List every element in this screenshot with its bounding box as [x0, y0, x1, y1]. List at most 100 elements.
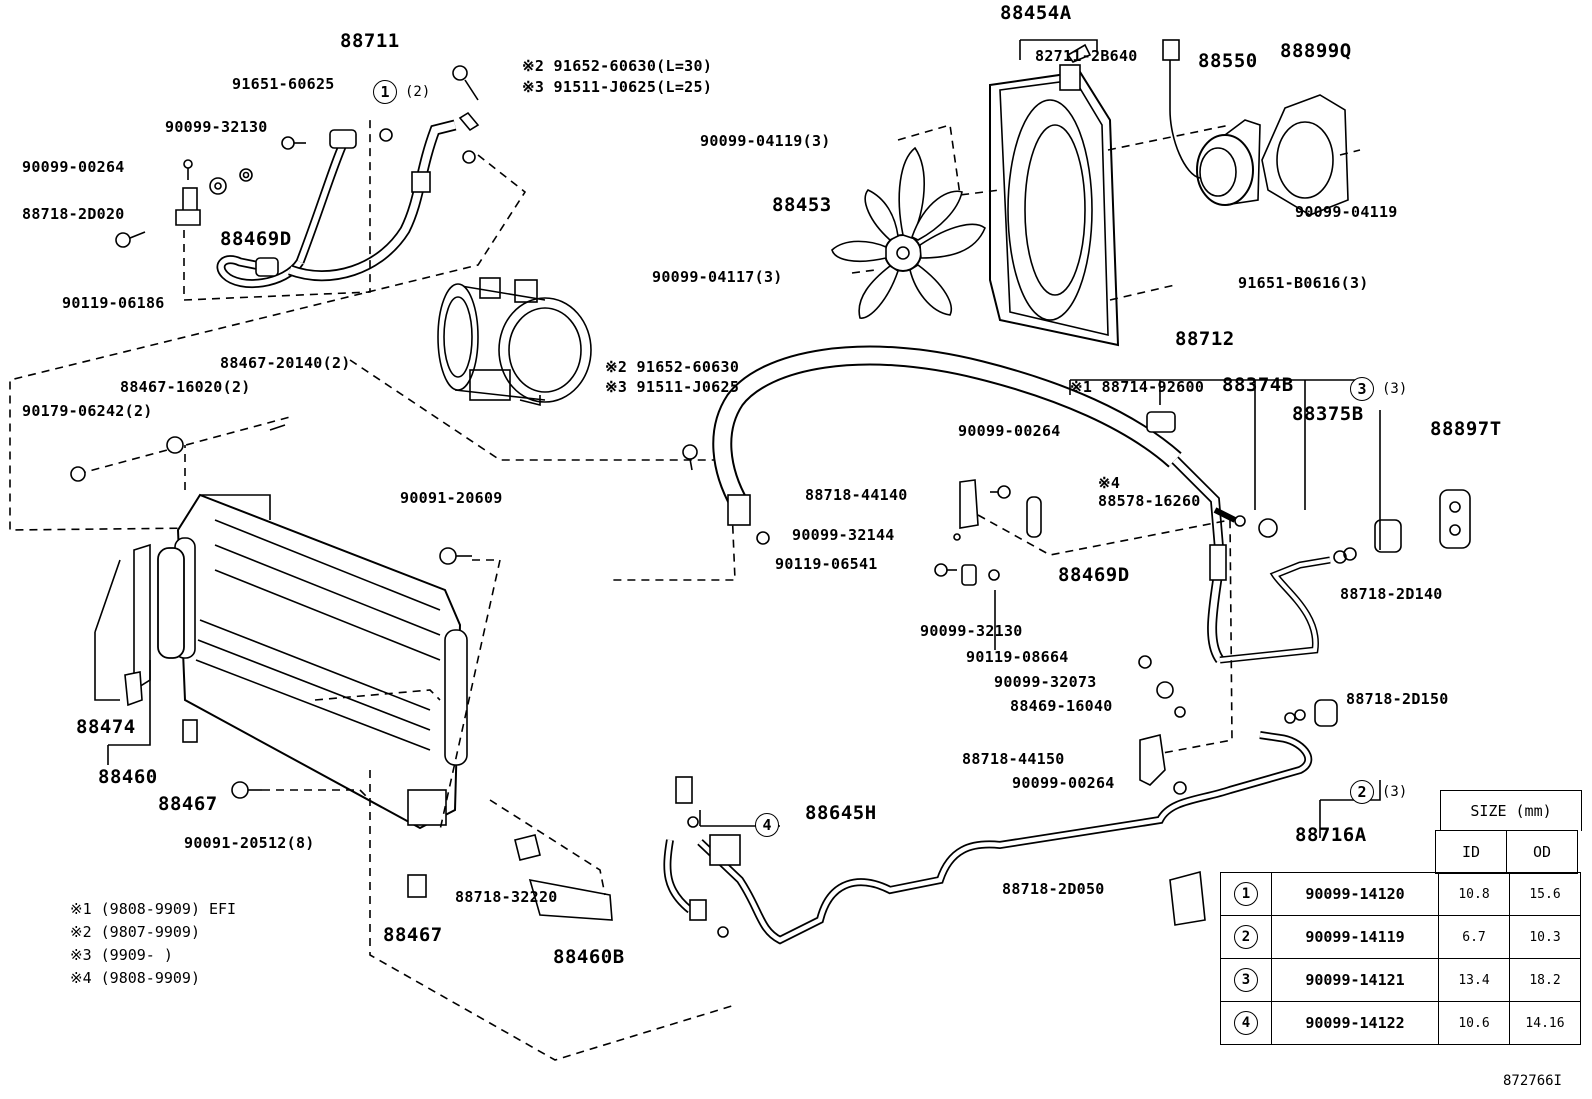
suction-hose-drawing	[682, 345, 1471, 664]
row-ring-2: 2	[1234, 925, 1258, 949]
size-row: 4 90099-14122 10.6 14.16	[1220, 1001, 1581, 1045]
label-88469D-mid: 88469D	[1058, 564, 1130, 586]
row-part: 90099-14120	[1271, 872, 1439, 916]
label-88718-2D050: 88718-2D050	[1002, 880, 1105, 898]
size-col-id: ID	[1435, 830, 1507, 874]
label-90099-32073: 90099-32073	[994, 673, 1097, 691]
label-88474: 88474	[76, 716, 136, 738]
row-id: 10.6	[1438, 1001, 1510, 1045]
label-90099-04117-3: 90099-04117(3)	[652, 268, 783, 286]
size-row: 2 90099-14119 6.7 10.3	[1220, 915, 1581, 959]
label-88718-2D150: 88718-2D150	[1346, 690, 1449, 708]
row-id: 6.7	[1438, 915, 1510, 959]
row-id: 13.4	[1438, 958, 1510, 1002]
row-ring-3: 3	[1234, 968, 1258, 992]
row-od: 14.16	[1509, 1001, 1581, 1045]
label-82711-2B640: 82711-2B640	[1035, 47, 1138, 65]
label-88899Q: 88899Q	[1280, 40, 1352, 62]
ring-callout-2-qty: (3)	[1382, 784, 1408, 800]
label-90099-32144: 90099-32144	[792, 526, 895, 544]
label-88718-44140: 88718-44140	[805, 486, 908, 504]
discharge-hose-drawing	[115, 65, 480, 289]
label-88550: 88550	[1198, 50, 1258, 72]
row-ring-1: 1	[1234, 882, 1258, 906]
row-id: 10.8	[1438, 872, 1510, 916]
label-90099-00264-mid: 90099-00264	[958, 422, 1061, 440]
size-row: 1 90099-14120 10.8 15.6	[1220, 872, 1581, 916]
label-90119-08664: 90119-08664	[966, 648, 1069, 666]
label-90099-32130-top: 90099-32130	[165, 118, 268, 136]
ring-callout-3-qty: (3)	[1382, 381, 1408, 397]
size-table-rows: 1 90099-14120 10.8 15.6 2 90099-14119 6.…	[1220, 872, 1581, 1045]
note-3: ※3 (9909- )	[70, 946, 173, 964]
note-2: ※2 (9807-9909)	[70, 923, 200, 941]
label-91652-60630-l30: ※2 91652-60630(L=30)	[522, 57, 713, 75]
row-part: 90099-14119	[1271, 915, 1439, 959]
fan-shroud-drawing	[831, 39, 1349, 347]
label-88460: 88460	[98, 766, 158, 788]
label-88453: 88453	[772, 194, 832, 216]
dashed-connectors-fan	[851, 123, 1361, 301]
label-88469D-top: 88469D	[220, 228, 292, 250]
dashed-connectors-condenser	[184, 445, 736, 1061]
ring-callout-3: 3	[1350, 377, 1374, 401]
label-90119-06541: 90119-06541	[775, 555, 878, 573]
label-90099-32130-mid: 90099-32130	[920, 622, 1023, 640]
label-88718-32220: 88718-32220	[455, 888, 558, 906]
label-note-4: ※4	[1098, 474, 1121, 492]
row-part: 90099-14121	[1271, 958, 1439, 1002]
size-col-od: OD	[1506, 830, 1578, 874]
size-table: ID OD	[1220, 830, 1578, 874]
ring-callout-1: 1	[373, 80, 397, 104]
label-88374B: 88374B	[1222, 374, 1294, 396]
size-table-title: SIZE (mm)	[1440, 790, 1582, 831]
label-88467-16020: 88467-16020(2)	[120, 378, 251, 396]
dashed-connectors-top-left	[9, 115, 736, 581]
leader-lines-condenser	[94, 559, 151, 765]
label-88467-bottom: 88467	[383, 924, 443, 946]
label-91651-B0616-3: 91651-B0616(3)	[1238, 274, 1369, 292]
label-88467-20140: 88467-20140(2)	[220, 354, 351, 372]
ring-callout-2: 2	[1350, 780, 1374, 804]
label-90119-06186: 90119-06186	[62, 294, 165, 312]
label-88469-16040: 88469-16040	[1010, 697, 1113, 715]
label-88897T: 88897T	[1430, 418, 1502, 440]
ring-callout-4: 4	[755, 813, 779, 837]
label-88645H: 88645H	[805, 802, 877, 824]
figure-reference: 872766I	[1502, 1073, 1562, 1089]
row-ring-4: 4	[1234, 1011, 1258, 1035]
note-1: ※1 (9808-9909) EFI	[70, 900, 237, 918]
label-90091-20512: 90091-20512(8)	[184, 834, 315, 852]
ring-callout-1-qty: (2)	[405, 84, 431, 100]
size-row: 3 90099-14121 13.4 18.2	[1220, 958, 1581, 1002]
label-91652-60630: ※2 91652-60630	[605, 358, 740, 376]
label-88712: 88712	[1175, 328, 1235, 350]
label-88718-2D140: 88718-2D140	[1340, 585, 1443, 603]
label-91511-J0625-l25: ※3 91511-J0625(L=25)	[522, 78, 713, 96]
label-88467-left: 88467	[158, 793, 218, 815]
note-4: ※4 (9808-9909)	[70, 969, 200, 987]
liquid-pipe-drawing	[663, 655, 1338, 945]
label-88714-92600: ※1 88714-92600	[1070, 378, 1205, 396]
leader-lines-misc	[699, 39, 1381, 838]
label-90099-04119: 90099-04119	[1295, 203, 1398, 221]
label-90099-00264-low: 90099-00264	[1012, 774, 1115, 792]
label-88578-16260: 88578-16260	[1098, 492, 1201, 510]
compressor-drawing	[437, 277, 592, 407]
condenser-drawing	[70, 424, 613, 921]
label-88718-44150: 88718-44150	[962, 750, 1065, 768]
label-90091-20609: 90091-20609	[400, 489, 503, 507]
row-od: 18.2	[1509, 958, 1581, 1002]
label-91511-J0625: ※3 91511-J0625	[605, 378, 740, 396]
label-88711: 88711	[340, 30, 400, 52]
label-88460B: 88460B	[553, 946, 625, 968]
label-90179-06242: 90179-06242(2)	[22, 402, 153, 420]
row-od: 15.6	[1509, 872, 1581, 916]
label-90099-00264-top: 90099-00264	[22, 158, 125, 176]
label-91651-60625: 91651-60625	[232, 75, 335, 93]
row-od: 10.3	[1509, 915, 1581, 959]
label-88375B: 88375B	[1292, 403, 1364, 425]
label-88454A: 88454A	[1000, 2, 1072, 24]
